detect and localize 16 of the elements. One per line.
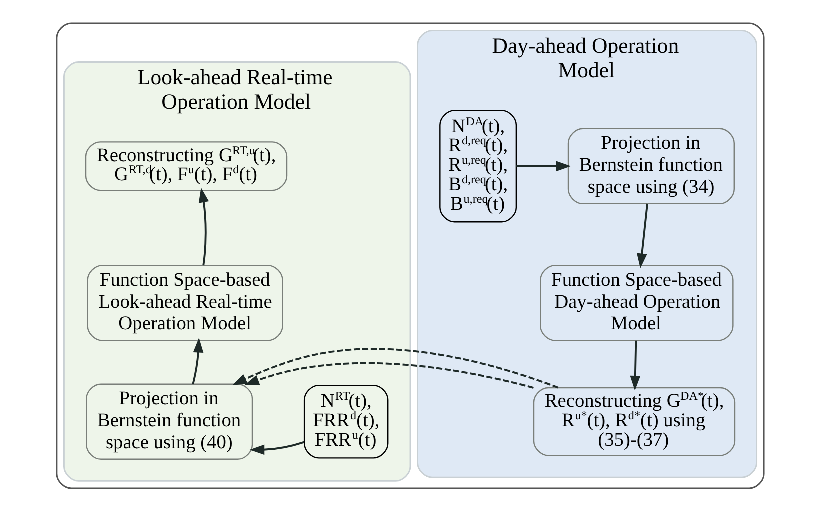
arrow [630,340,641,390]
cluster [56,22,765,489]
node-box: Reconstructing G$^{DA*}$(t), R$^{u*}$(t), R$^{d*}$(t) using (35)-(37) [533,386,736,456]
arrow [192,337,204,384]
arrow [232,348,559,388]
node-box: Reconstructing G$^{RT,u}$(t), G$^{RT,d}$(t), F$^{u}$(t), F$^{d}$(t) [85,141,288,191]
node-box: Projection in Bernstein function space using (34) [568,128,735,204]
arrow [516,160,572,172]
arrow [250,440,305,455]
arrow [636,203,648,268]
node-box: Projection in Bernstein function space using (40) [86,383,254,460]
arrow [198,187,210,266]
node-box: N$^{RT}$(t), FRR$^{d}$(t), FRR$^{u}$(t) [304,384,389,458]
node-box: N$^{DA}$(t), R$^{d,req}$(t), R$^{u,req}$(t), B$^{d,req}$(t), B$^{u,req}$(t) [440,110,518,222]
node-box: Function Space-based Day-ahead Operation Model [540,264,734,341]
node-box: Function Space-based Look-ahead Real-time Operation Model [87,264,284,341]
